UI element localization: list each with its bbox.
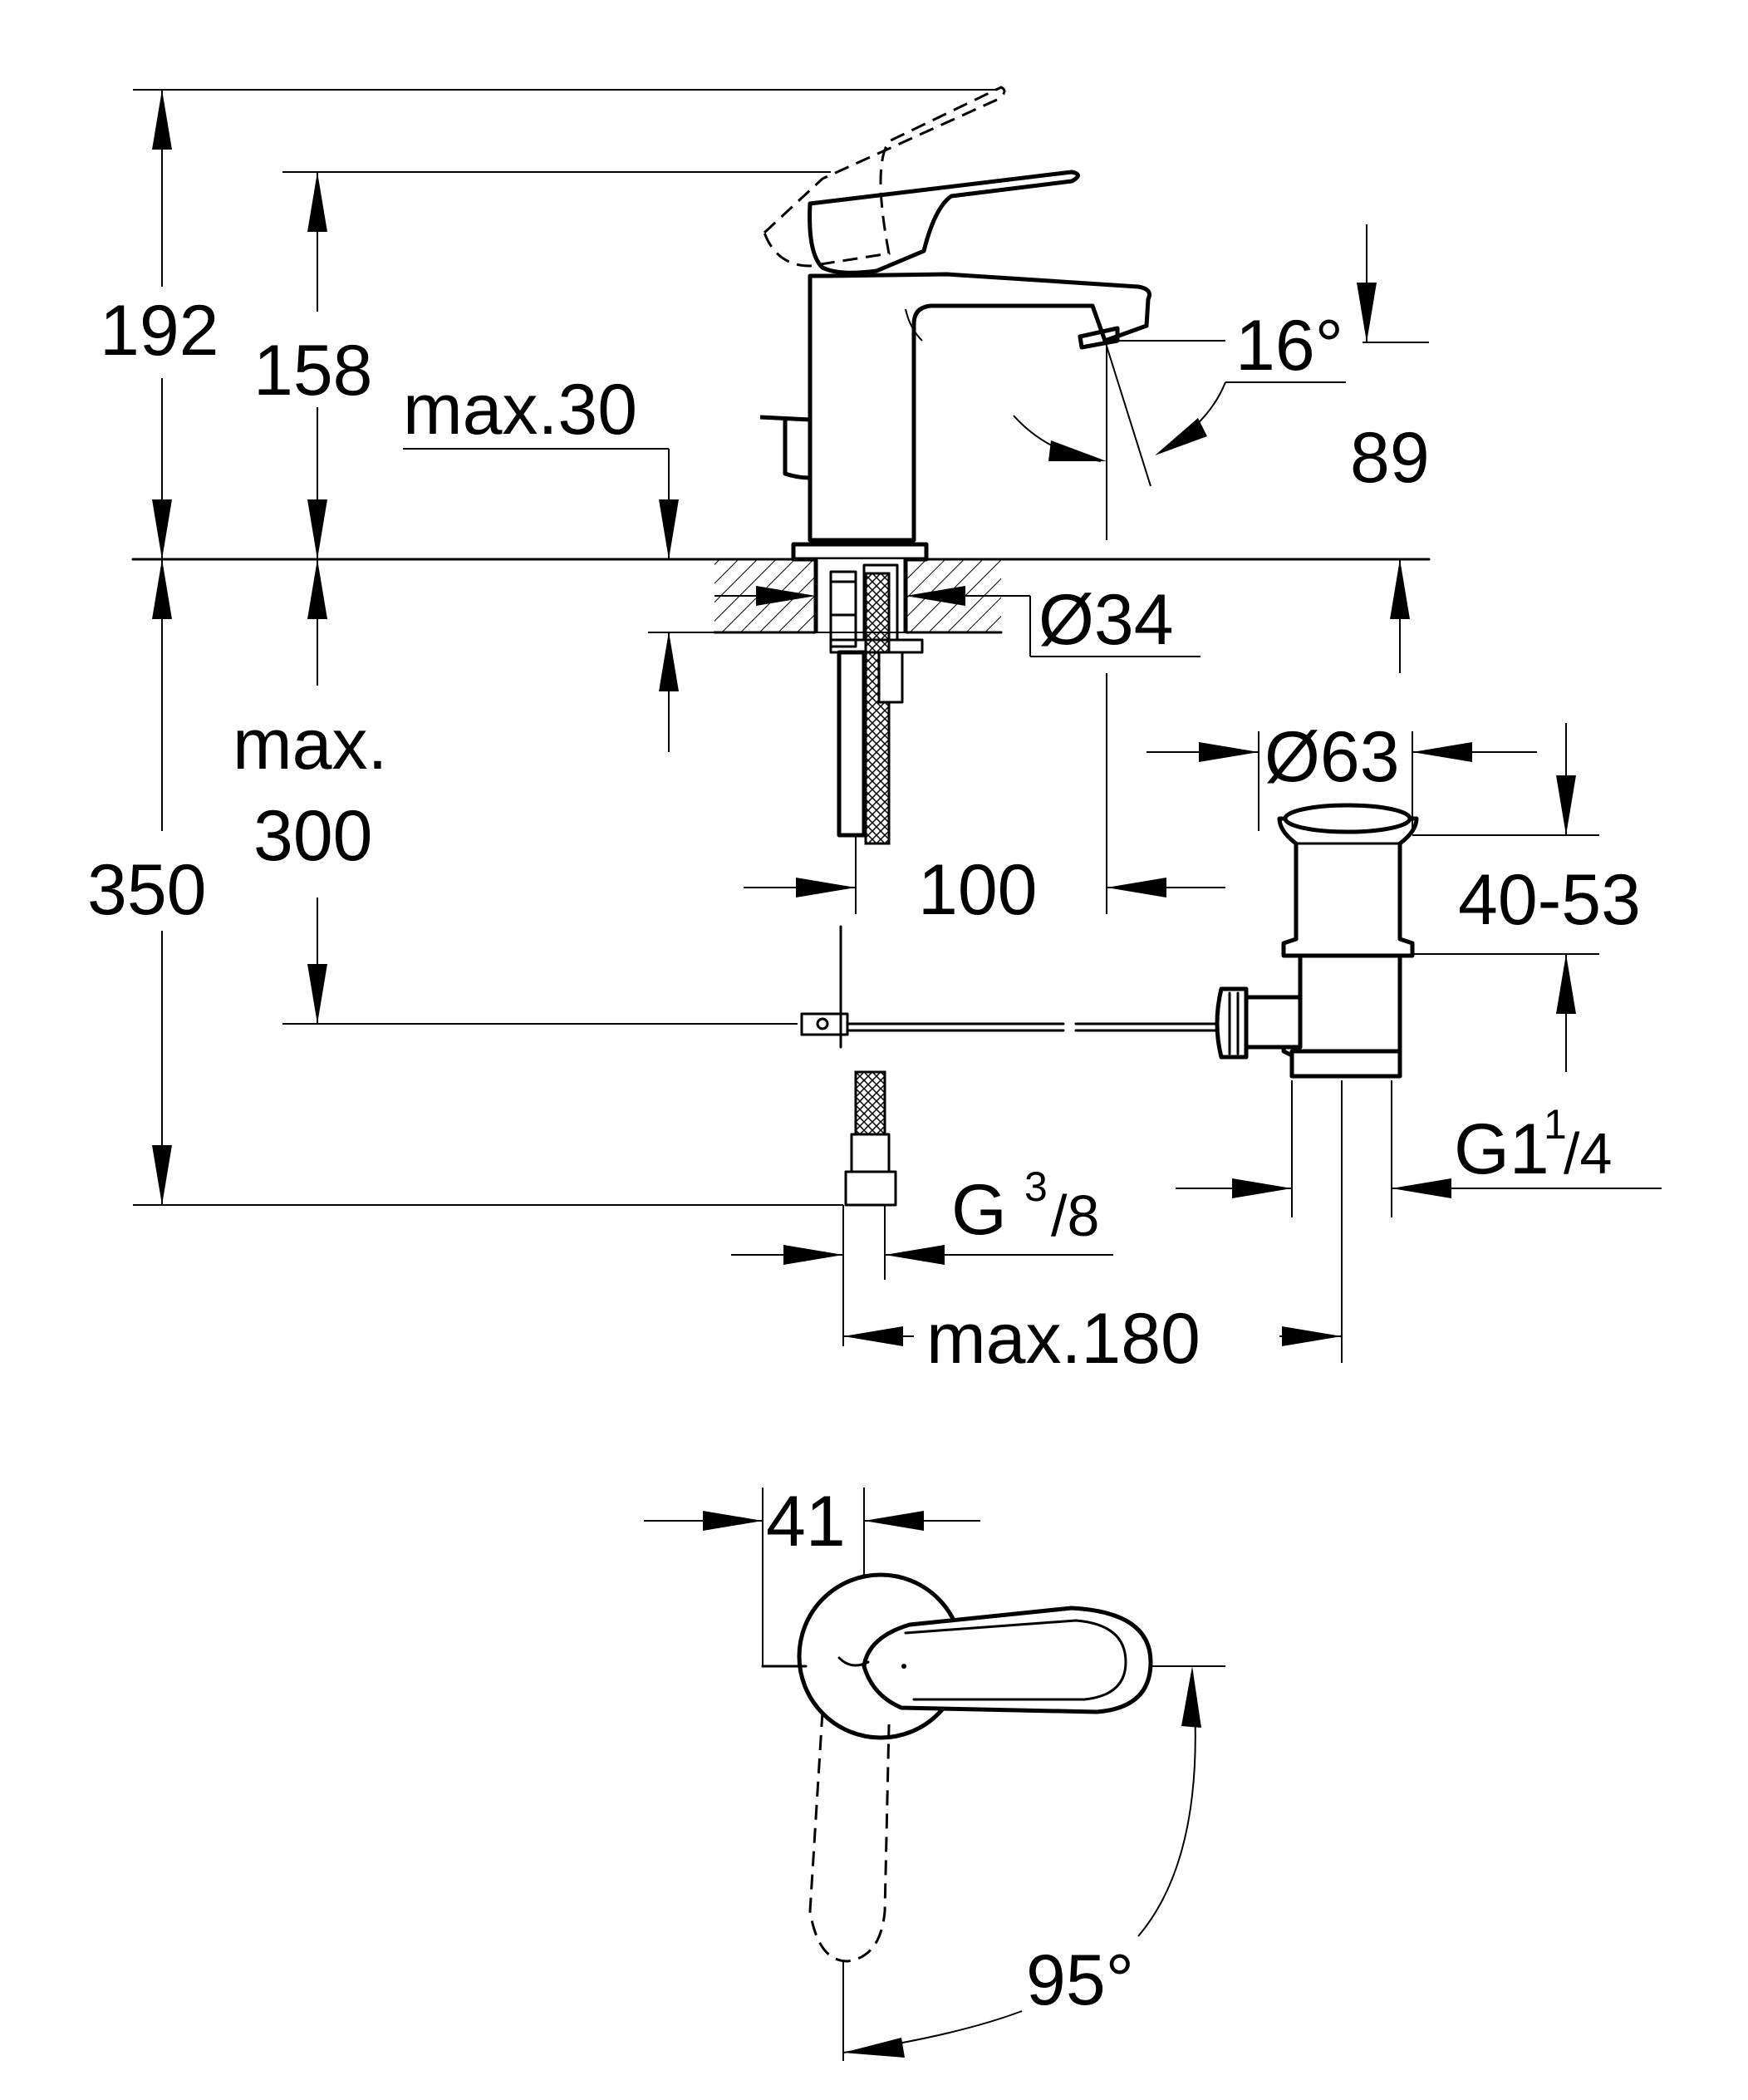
dim-label-g38-den: /8 [1051, 1183, 1099, 1248]
dim-label-g114-num: 1 [1544, 1101, 1567, 1148]
top-view: 41 95° [644, 1482, 1225, 2061]
dim-max300: max. 300 [233, 559, 387, 1024]
dim-label-max180: max.180 [926, 1299, 1201, 1379]
faucet-body [808, 272, 1151, 543]
lever-handle [808, 170, 1080, 275]
dim-label-max30: max.30 [403, 370, 637, 450]
dim-89: 89 [1350, 224, 1430, 673]
dim-192: 192 [100, 90, 219, 559]
dim-counter-thickness [648, 632, 1001, 752]
dim-angle95: 95° [842, 1666, 1201, 2058]
dim-label-41: 41 [766, 1482, 846, 1561]
popup-rod [759, 415, 811, 480]
dim-dia34: Ø34 [714, 580, 1201, 660]
side-view: 192 158 max.30 [87, 86, 1662, 1379]
fixing-assembly [813, 559, 924, 845]
supply-hose [800, 925, 1223, 1207]
dim-label-max300-line2: 300 [253, 796, 373, 876]
dim-label-192: 192 [100, 291, 219, 371]
waste-assembly [1215, 803, 1419, 1079]
dim-label-g38-main: G [951, 1170, 1007, 1250]
dim-label-g114-main: G1 [1454, 1109, 1549, 1189]
dim-label-16deg: 16° [1235, 306, 1343, 386]
dim-label-350: 350 [87, 850, 207, 930]
dim-label-100: 100 [918, 850, 1038, 930]
top-view-lever-rotated [808, 1711, 891, 1963]
dim-100: 100 [744, 673, 1225, 930]
dim-g38: G 3 /8 [731, 1163, 1113, 1346]
dim-dia63: Ø63 [1147, 717, 1537, 831]
base-flange [791, 542, 929, 562]
dim-label-89: 89 [1350, 418, 1430, 498]
dim-41: 41 [644, 1482, 980, 1666]
dim-angle16: 16° [1013, 306, 1346, 540]
dim-label-g38-num: 3 [1024, 1163, 1048, 1210]
dim-label-158: 158 [253, 331, 373, 411]
dim-label-dia63: Ø63 [1264, 717, 1400, 797]
top-view-lever [862, 1606, 1153, 1714]
dim-label-40-53: 40-53 [1458, 860, 1641, 940]
dim-40-53: 40-53 [1412, 723, 1641, 1072]
dim-label-dia34: Ø34 [1038, 580, 1174, 660]
dim-max30: max.30 [403, 370, 679, 752]
dim-158: 158 [253, 172, 373, 559]
dim-g114: G1 1 /4 [1176, 1080, 1662, 1217]
dim-label-95deg: 95° [1026, 1940, 1134, 2020]
lever-handle-raised [763, 86, 1006, 268]
dim-350: 350 [87, 559, 207, 1205]
dim-label-max300-line1: max. [233, 705, 387, 784]
dim-max180: max.180 [843, 1080, 1343, 1379]
dim-label-g114-den: /4 [1564, 1121, 1612, 1186]
